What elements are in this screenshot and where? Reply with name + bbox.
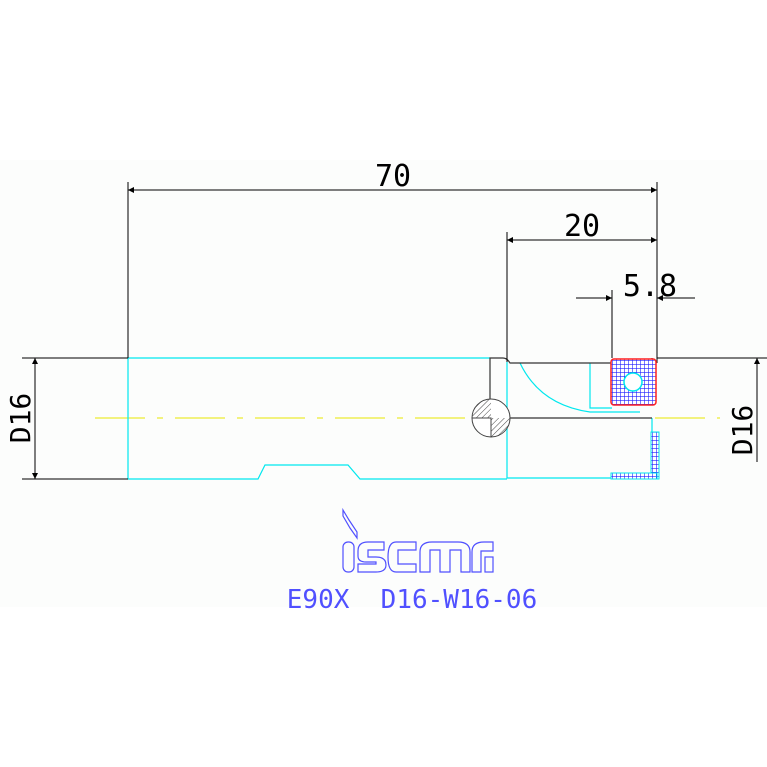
dim-insert-width: 5.8	[623, 269, 677, 304]
dim-cutting-diameter: D16	[726, 405, 759, 456]
iscar-logo	[342, 507, 494, 573]
dimension-lines	[22, 182, 767, 480]
center-circle	[471, 398, 511, 438]
insert	[610, 358, 660, 480]
dim-head-length: 20	[564, 209, 600, 244]
dim-shank-diameter: D16	[4, 393, 37, 444]
tool-designation: E90X D16-W16-06	[287, 585, 537, 615]
dim-overall-length: 70	[375, 159, 411, 194]
